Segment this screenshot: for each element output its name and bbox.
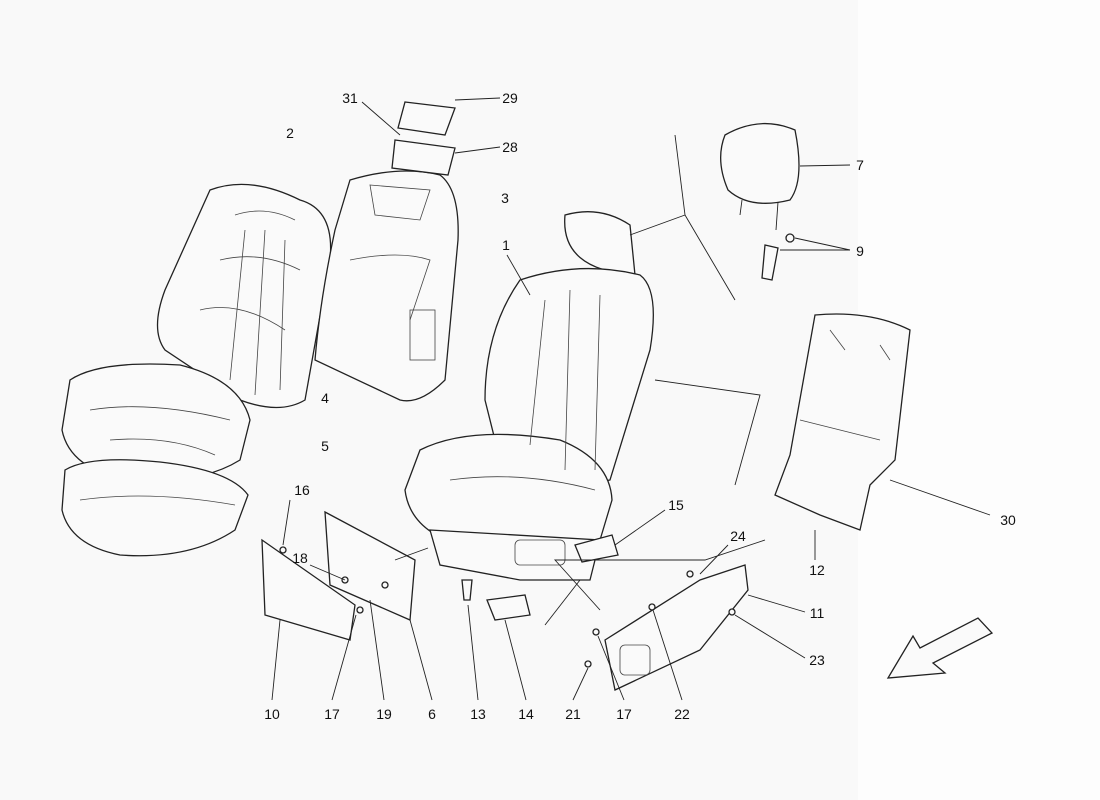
callout-13: 13 xyxy=(470,706,486,722)
callout-23: 23 xyxy=(809,652,825,668)
backrest-cover-part xyxy=(156,183,332,409)
callout-19: 19 xyxy=(376,706,392,722)
callout-4: 4 xyxy=(321,390,329,406)
callout-28: 28 xyxy=(502,139,518,155)
callout-21: 21 xyxy=(565,706,581,722)
callout-18: 18 xyxy=(292,550,308,566)
callout-10: 10 xyxy=(264,706,280,722)
seat-base-part xyxy=(61,459,249,557)
callout-22: 22 xyxy=(674,706,690,722)
callout-3: 3 xyxy=(501,190,509,206)
callout-14: 14 xyxy=(518,706,534,722)
backrest-frame-part xyxy=(774,313,991,560)
side-shield-part xyxy=(544,539,806,701)
callout-6: 6 xyxy=(428,706,436,722)
callout-29: 29 xyxy=(502,90,518,106)
small-cover-parts xyxy=(486,509,666,701)
callout-15: 15 xyxy=(668,497,684,513)
callout-16: 16 xyxy=(294,482,310,498)
headrest-part xyxy=(720,122,851,281)
callout-30: 30 xyxy=(1000,512,1016,528)
callout-7: 7 xyxy=(856,157,864,173)
arrow-down-left-icon xyxy=(886,617,994,679)
callout-1: 1 xyxy=(502,237,510,253)
headrest-trim-parts xyxy=(361,97,501,176)
callout-17b: 17 xyxy=(616,706,632,722)
callout-24: 24 xyxy=(730,528,746,544)
callout-12: 12 xyxy=(809,562,825,578)
callout-17: 17 xyxy=(324,706,340,722)
callout-31: 31 xyxy=(342,90,358,106)
seat-assembly-part xyxy=(404,211,654,581)
side-trim-parts xyxy=(261,499,479,701)
callout-5: 5 xyxy=(321,438,329,454)
callout-11: 11 xyxy=(809,605,825,621)
callout-2: 2 xyxy=(286,125,294,141)
backrest-back-panel-part xyxy=(314,170,459,402)
callout-9: 9 xyxy=(856,243,864,259)
